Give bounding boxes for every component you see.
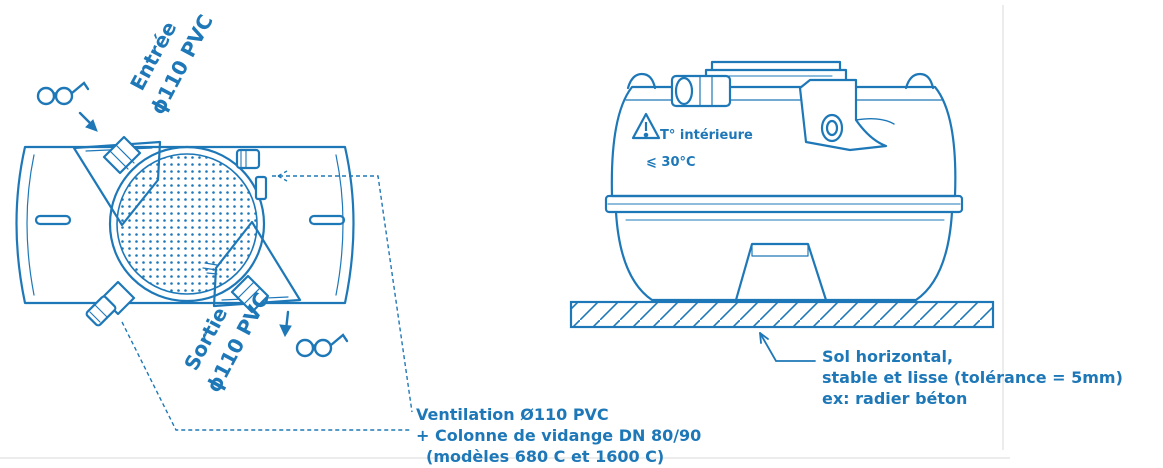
ground-slab bbox=[569, 300, 995, 329]
lid-outer-ring bbox=[108, 145, 266, 303]
inspection-arrow-bottom bbox=[279, 310, 292, 338]
ground-note-line3: ex: radier béton bbox=[822, 389, 967, 408]
warning-triangle-icon bbox=[631, 112, 661, 140]
vent-pipe-bottom-left bbox=[85, 280, 136, 327]
tank-side-view bbox=[604, 60, 964, 302]
ground-leader-line bbox=[759, 332, 816, 362]
outlet-box bbox=[798, 78, 895, 152]
support-foot bbox=[734, 242, 828, 302]
tank-top-outline bbox=[15, 145, 355, 305]
temp-value: ⩽ 30°C bbox=[646, 155, 696, 170]
inspection-arrow-top bbox=[78, 111, 98, 132]
vent-stub-side bbox=[254, 175, 268, 201]
tank-rib-band bbox=[604, 194, 964, 214]
handle-left bbox=[34, 214, 72, 226]
tank-lower-body bbox=[614, 210, 954, 302]
tank-top-view bbox=[15, 135, 355, 327]
tank-upper-body bbox=[610, 85, 957, 198]
ventilation-note-line1: Ventilation Ø110 PVC bbox=[416, 405, 609, 424]
glasses-icon bbox=[295, 333, 349, 358]
temp-label: T° intérieure bbox=[660, 128, 753, 143]
inlet-pipe-stub bbox=[102, 135, 142, 175]
lifting-lug-right bbox=[904, 72, 935, 90]
ground-note-line2: stable et lisse (tolérance = 5mm) bbox=[822, 368, 1123, 387]
ventilation-note-line3: (modèles 680 C et 1600 C) bbox=[426, 447, 664, 466]
ventilation-note-line2: + Colonne de vidange DN 80/90 bbox=[416, 426, 701, 445]
outlet-pipe-stub bbox=[230, 274, 270, 314]
glasses-icon bbox=[36, 81, 90, 106]
ventilation-leader-lines bbox=[121, 170, 413, 431]
handle-right bbox=[308, 214, 346, 226]
inlet-fitting bbox=[670, 74, 732, 108]
lid-surface bbox=[116, 153, 258, 295]
ground-note-line1: Sol horizontal, bbox=[822, 347, 953, 366]
lifting-lug-left bbox=[626, 72, 657, 90]
vent-stub-top bbox=[235, 148, 261, 170]
